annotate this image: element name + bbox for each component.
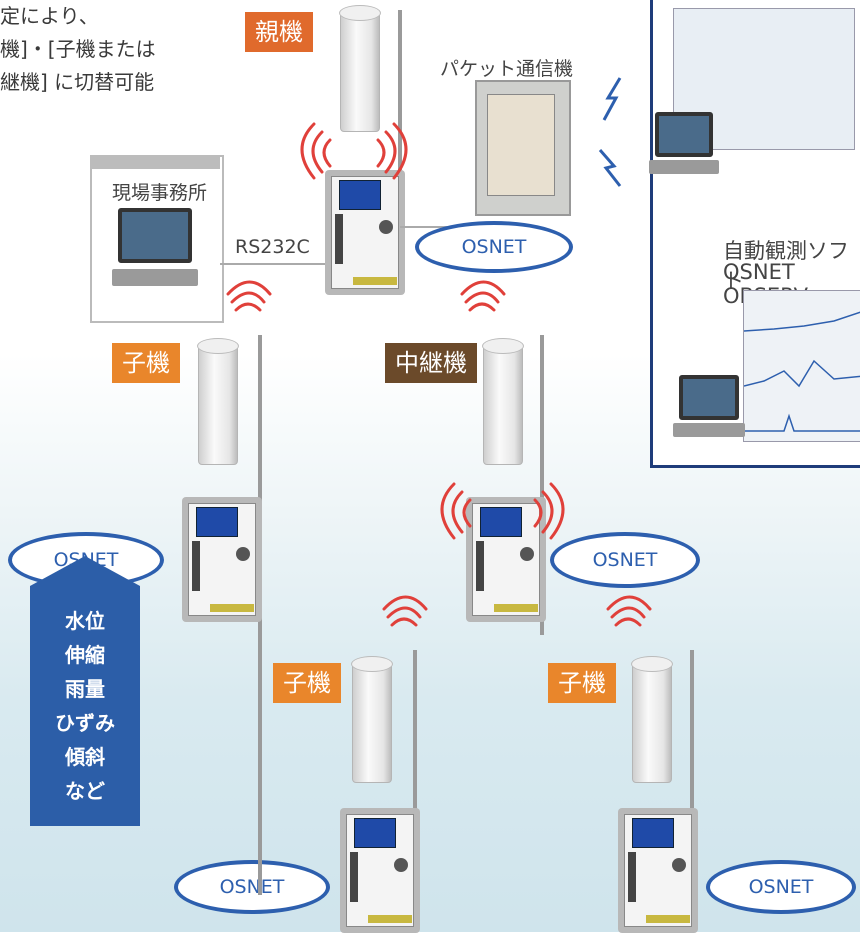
- osnet-badge: OSNET: [415, 221, 573, 273]
- packet-communication-device: [475, 80, 571, 216]
- pole: [540, 335, 544, 635]
- tag-relay: 中継機: [385, 343, 477, 383]
- data-logger: [182, 497, 262, 622]
- sensor-tube: [339, 5, 381, 132]
- osnet-badge: OSNET: [174, 860, 330, 914]
- measurement-item: ひずみ: [55, 711, 115, 735]
- intro-text: 定により、 機]・[子機または 継機] に切替可能: [0, 4, 156, 94]
- measurement-item: 傾斜: [65, 745, 105, 769]
- osnet-badge: OSNET: [550, 532, 700, 588]
- tag-child: 子機: [273, 663, 341, 703]
- sensor-tube: [351, 656, 393, 783]
- rs232c-cable: [220, 263, 330, 265]
- observation-graph-screenshot: [743, 290, 860, 442]
- pole: [690, 650, 694, 930]
- pole: [398, 10, 402, 290]
- laptop-icon: [649, 112, 719, 174]
- measurement-item: 水位: [65, 609, 105, 633]
- laptop-icon: [112, 208, 198, 286]
- packet-device-label: パケット通信機: [440, 58, 574, 80]
- office-roof: [90, 155, 220, 169]
- sensor-tube: [631, 656, 673, 783]
- measurement-types: 水位 伸縮 雨量 ひずみ 傾斜 など: [30, 556, 140, 826]
- measurement-item: 雨量: [65, 677, 105, 701]
- tag-parent: 親機: [245, 12, 313, 52]
- auto-software-title: 自動観測ソフト: [723, 239, 849, 293]
- software-panel: 自動観測ソフト OSNET OBSERV: [649, 0, 860, 468]
- osnet-badge: OSNET: [706, 860, 856, 914]
- rs232c-label: RS232C: [235, 236, 310, 258]
- measurement-item: 伸縮: [65, 643, 105, 667]
- data-logger: [340, 808, 420, 933]
- data-logger: [466, 497, 546, 622]
- sensor-tube: [197, 338, 239, 465]
- data-logger: [618, 808, 698, 933]
- data-logger: [325, 170, 405, 295]
- measurement-item: など: [65, 779, 105, 803]
- tag-child: 子機: [112, 343, 180, 383]
- sensor-tube: [482, 338, 524, 465]
- laptop-icon: [673, 375, 745, 437]
- tag-child: 子機: [548, 663, 616, 703]
- pole: [413, 650, 417, 930]
- graph-lines: [743, 311, 860, 432]
- office-label: 現場事務所: [112, 182, 208, 204]
